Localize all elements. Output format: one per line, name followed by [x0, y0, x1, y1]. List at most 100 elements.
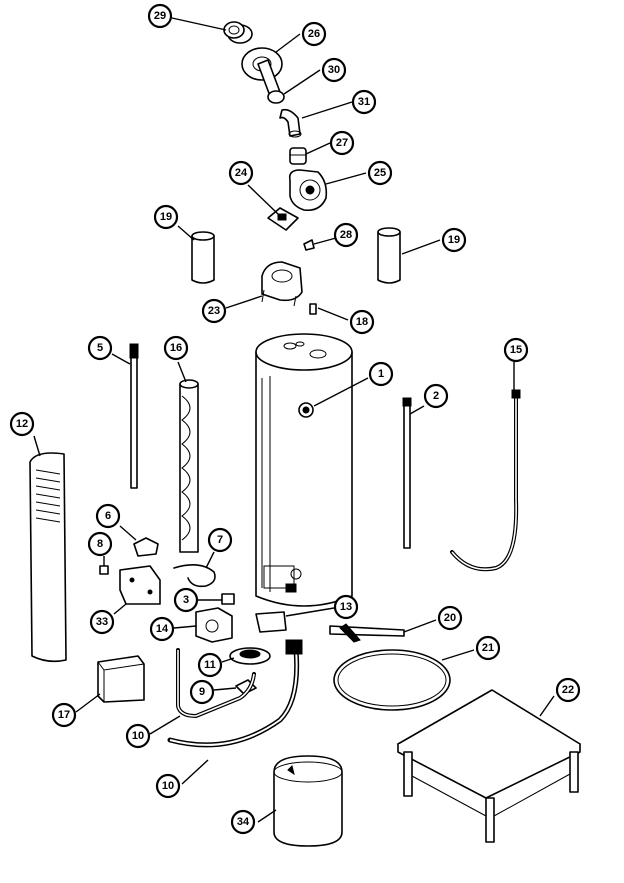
part-22-stand — [397, 689, 581, 843]
svg-text:14: 14 — [156, 623, 169, 635]
svg-text:10: 10 — [132, 730, 144, 742]
callout-10-upper: 10 — [125, 723, 151, 749]
callout-9: 9 — [189, 679, 215, 705]
callout-5: 5 — [87, 335, 113, 361]
callout-6: 6 — [95, 503, 121, 529]
svg-text:33: 33 — [96, 616, 108, 628]
part-23-draft-hood — [261, 261, 303, 307]
part-7-wire — [173, 564, 216, 588]
svg-text:25: 25 — [374, 167, 386, 179]
part-27-coupling — [289, 147, 307, 165]
part-8-clip — [99, 565, 109, 575]
svg-text:15: 15 — [510, 344, 522, 356]
callout-14: 14 — [149, 616, 175, 642]
svg-text:23: 23 — [208, 305, 220, 317]
part-19-insulation-left — [191, 231, 215, 284]
part-5-anode-rod — [129, 343, 139, 489]
callout-8: 8 — [87, 531, 113, 557]
callout-19-left: 19 — [153, 204, 179, 230]
svg-text:5: 5 — [97, 342, 103, 354]
part-12-jacket-panel — [29, 452, 67, 663]
part-13-bracket — [255, 611, 287, 633]
svg-text:19: 19 — [160, 211, 172, 223]
part-1-water-heater-tank — [255, 333, 353, 607]
callout-11: 11 — [197, 652, 223, 678]
callout-21: 21 — [475, 635, 501, 661]
part-31-elbow — [279, 108, 302, 138]
svg-text:10: 10 — [162, 780, 174, 792]
part-24-gasket — [267, 207, 299, 231]
svg-text:8: 8 — [97, 538, 103, 550]
callout-33: 33 — [89, 609, 115, 635]
part-18-fitting — [309, 303, 317, 315]
part-33-mount-plate — [119, 565, 161, 605]
svg-text:12: 12 — [16, 418, 28, 430]
callout-20: 20 — [437, 605, 463, 631]
part-2-rod — [402, 397, 412, 549]
callout-1: 1 — [368, 361, 394, 387]
part-6-bracket — [133, 537, 159, 557]
svg-text:34: 34 — [237, 816, 250, 828]
callout-30: 30 — [321, 57, 347, 83]
part-21-ring — [333, 649, 451, 711]
callout-26: 26 — [301, 21, 327, 47]
svg-text:2: 2 — [433, 390, 439, 402]
part-19-insulation-right — [377, 227, 401, 284]
callout-3: 3 — [173, 587, 199, 613]
callout-22: 22 — [555, 677, 581, 703]
callout-10-lower: 10 — [155, 773, 181, 799]
svg-text:17: 17 — [58, 709, 70, 721]
part-11-burner — [229, 647, 271, 665]
svg-text:3: 3 — [183, 594, 189, 606]
part-14-gas-valve — [195, 607, 233, 643]
svg-text:27: 27 — [336, 137, 348, 149]
svg-text:13: 13 — [340, 601, 352, 613]
callout-31: 31 — [351, 89, 377, 115]
svg-text:28: 28 — [340, 229, 352, 241]
svg-text:18: 18 — [356, 316, 368, 328]
svg-text:9: 9 — [199, 686, 205, 698]
svg-text:7: 7 — [217, 534, 223, 546]
callout-29: 29 — [147, 3, 173, 29]
svg-text:19: 19 — [448, 234, 460, 246]
svg-text:16: 16 — [170, 342, 182, 354]
svg-text:24: 24 — [235, 167, 248, 179]
part-17-cover-box — [97, 655, 145, 703]
part-20-igniter — [329, 623, 405, 643]
svg-text:30: 30 — [328, 64, 340, 76]
part-10-gas-line-lower — [167, 639, 303, 748]
svg-text:1: 1 — [378, 368, 384, 380]
svg-text:21: 21 — [482, 642, 494, 654]
part-3-connector — [221, 593, 235, 605]
svg-text:29: 29 — [154, 10, 166, 22]
callout-19-right: 19 — [441, 227, 467, 253]
callout-15: 15 — [503, 337, 529, 363]
callout-23: 23 — [201, 298, 227, 324]
part-30-vent-pipe — [257, 59, 285, 104]
callout-27: 27 — [329, 130, 355, 156]
svg-text:11: 11 — [204, 659, 216, 671]
callout-17: 17 — [51, 702, 77, 728]
part-34-expansion-tank — [273, 755, 343, 847]
callout-2: 2 — [423, 383, 449, 409]
part-28-screw — [303, 239, 315, 251]
svg-text:22: 22 — [562, 684, 574, 696]
callout-34: 34 — [230, 809, 256, 835]
callout-16: 16 — [163, 335, 189, 361]
svg-text:20: 20 — [444, 612, 456, 624]
callout-24: 24 — [228, 160, 254, 186]
callout-12: 12 — [9, 411, 35, 437]
part-10-gas-line-upper — [176, 648, 256, 718]
leader-lines — [33, 17, 555, 823]
callout-28: 28 — [333, 222, 359, 248]
svg-text:6: 6 — [105, 510, 111, 522]
part-29-vent-cap — [223, 21, 253, 44]
callout-25: 25 — [367, 160, 393, 186]
callout-18: 18 — [349, 309, 375, 335]
callout-7: 7 — [207, 527, 233, 553]
callout-13: 13 — [333, 594, 359, 620]
part-16-dip-tube — [179, 379, 199, 553]
part-15-flex-tube — [450, 389, 521, 572]
part-25-blower — [288, 169, 328, 212]
